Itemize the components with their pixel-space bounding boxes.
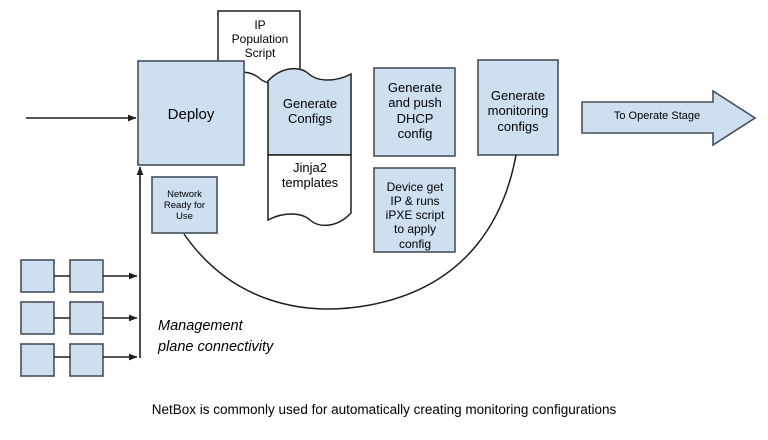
device-node <box>69 301 104 335</box>
node-network-ready-shape <box>151 176 218 234</box>
device-node <box>20 343 55 377</box>
node-dhcp-config-shape <box>373 67 456 157</box>
device-node <box>69 343 104 377</box>
node-generate-configs-shape <box>267 67 352 156</box>
device-node <box>69 259 104 293</box>
node-deploy-shape <box>137 60 245 166</box>
device-node <box>20 259 55 293</box>
node-to-operate-stage-shape <box>581 89 757 147</box>
device-node <box>20 301 55 335</box>
node-monitoring-configs-shape <box>477 59 559 156</box>
edge-monitoring-to-network-ready <box>183 154 517 310</box>
node-device-ipxe-shape <box>373 167 456 253</box>
node-jinja2-templates-shape <box>267 154 352 227</box>
